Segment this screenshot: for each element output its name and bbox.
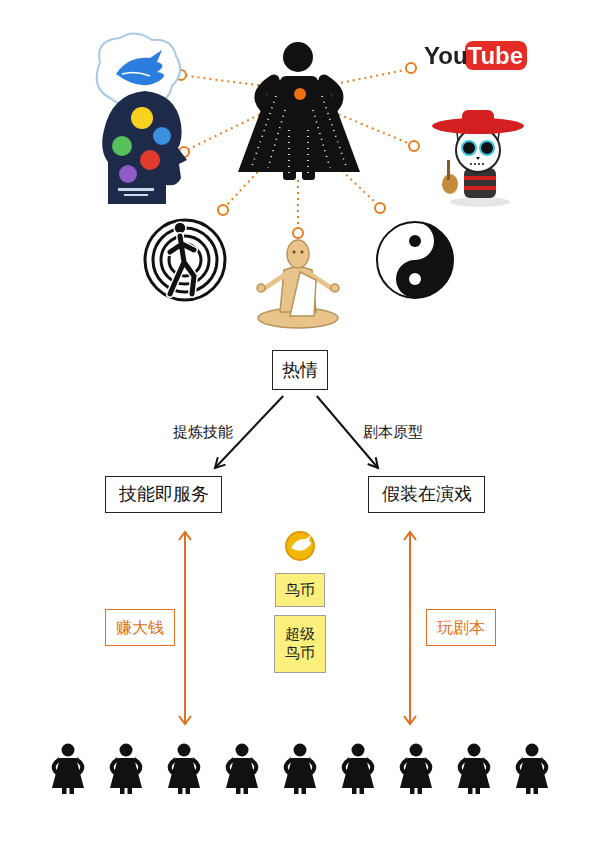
people-row	[52, 744, 548, 795]
runner-spiral	[145, 220, 225, 300]
poster-head	[102, 91, 187, 204]
arrow-head	[215, 457, 225, 468]
meditator	[257, 240, 339, 328]
skull-cat	[432, 110, 524, 207]
arrow-head	[368, 457, 378, 468]
edge-label: 剧本原型	[361, 423, 425, 441]
double-arrows	[179, 532, 416, 724]
node-text: 技能即服务	[119, 483, 209, 506]
node-text: 热情	[282, 359, 318, 382]
outcome-box: 玩剧本	[426, 609, 496, 646]
node-text: 鸟币	[285, 581, 315, 600]
logo-text: YouTube	[424, 40, 523, 71]
node-text: 玩剧本	[437, 618, 485, 638]
node-text: 假装在演戏	[382, 483, 472, 506]
process-box: 热情	[272, 350, 328, 390]
leader-dots	[176, 63, 419, 238]
process-box: 技能即服务	[105, 476, 222, 513]
leader-lines	[187, 70, 408, 227]
outcome-box: 赚大钱	[105, 609, 175, 646]
edge-label: 提炼技能	[171, 423, 235, 441]
process-box: 假装在演戏	[368, 476, 485, 513]
node-text: 赚大钱	[116, 618, 164, 638]
hero-figure	[238, 42, 360, 180]
coin-box: 超级 鸟币	[274, 615, 326, 673]
coin-box: 鸟币	[275, 573, 325, 607]
bird-coin	[286, 532, 314, 560]
node-text: 超级 鸟币	[281, 625, 319, 663]
yin-yang	[377, 222, 453, 298]
